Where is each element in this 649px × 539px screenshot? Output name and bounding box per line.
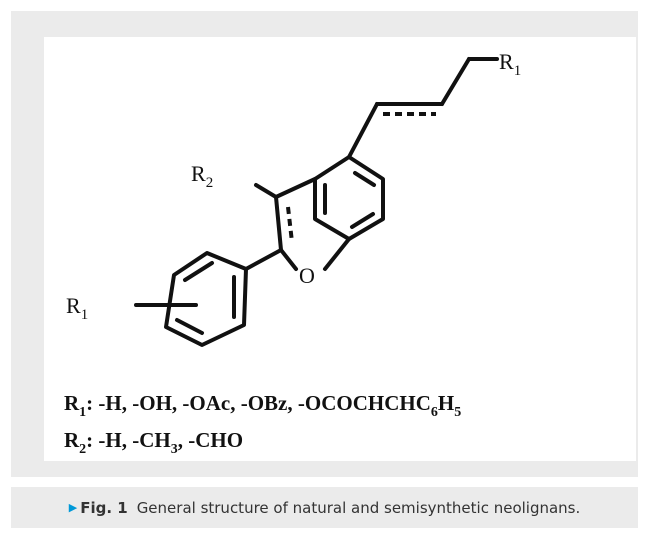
o-c7a-bond [323, 237, 351, 271]
r1-aryl-label: R1 [66, 293, 88, 323]
figure-panel: R1 R2 R1 O R1: -H, -OH, -OAc, -OBz, -OCO… [11, 11, 638, 477]
optional-double-bond-furan [286, 206, 294, 243]
c2-o-bond [279, 248, 298, 271]
phenyl-inner-bond-1 [183, 261, 214, 282]
benzo-inner-bond-1 [353, 171, 376, 187]
c3-substituent-bond [254, 183, 278, 199]
side-chain-c2-c3 [440, 57, 471, 106]
benzo-inner-bond-2 [350, 212, 375, 229]
c2-phenyl-bond [244, 248, 283, 271]
caption-text: General structure of natural and semisyn… [136, 498, 581, 517]
ring-oxygen-label: O [299, 263, 315, 288]
caption-arrow-icon: ▶ [68, 501, 78, 514]
phenyl-ring [164, 251, 248, 347]
caption-label: Fig. 1 [80, 498, 128, 517]
c3-c2-bond [274, 195, 283, 252]
chemical-structure-image: R1 R2 R1 O R1: -H, -OH, -OAc, -OBz, -OCO… [44, 37, 636, 461]
r2-definition: R2: -H, -CH3, -CHO [64, 428, 243, 457]
r2-label: R2 [191, 161, 213, 191]
r1-side-chain-label: R1 [499, 49, 521, 79]
c5-side-chain-bond [347, 102, 379, 159]
neolignan-structure-drawing: R1 R2 R1 O R1: -H, -OH, -OAc, -OBz, -OCO… [64, 49, 521, 457]
c3-c3a-bond [274, 177, 317, 199]
phenyl-inner-bond-2 [175, 318, 204, 335]
figure-caption: ▶ Fig. 1 General structure of natural an… [11, 487, 638, 528]
r1-definition: R1: -H, -OH, -OAc, -OBz, -OCOCHCHC6H5 [64, 391, 461, 420]
